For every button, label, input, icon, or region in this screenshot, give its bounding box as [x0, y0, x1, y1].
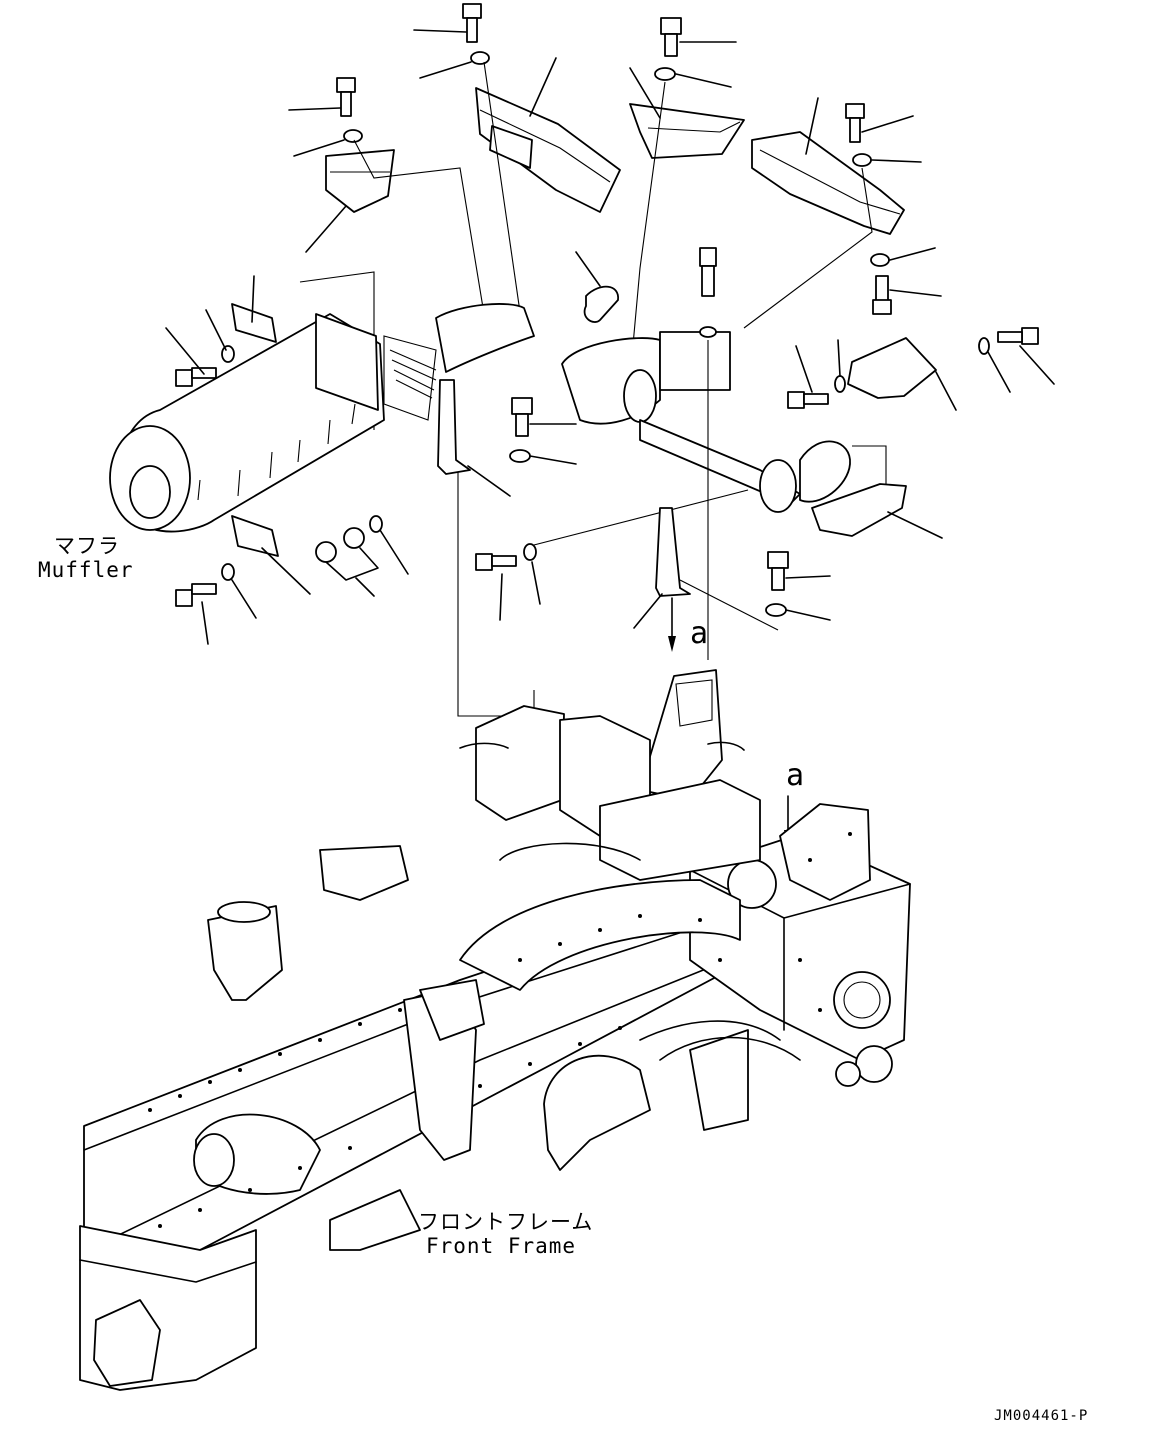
bolt-lower-right — [767, 551, 831, 591]
washer-left — [293, 129, 363, 157]
washer-far-right — [978, 337, 1011, 393]
muffler-label-en: Muffler — [38, 558, 134, 582]
muffler — [109, 313, 437, 533]
washer-muffler-nut — [369, 515, 409, 575]
bolt-muffler-lower — [175, 583, 217, 645]
washer-right — [852, 153, 922, 167]
bolt-far-right — [997, 327, 1055, 385]
washer-right-side — [834, 339, 846, 393]
bolt-left — [288, 77, 356, 117]
exhaust-pipe — [435, 303, 851, 513]
pipe-support-bracket — [437, 379, 511, 497]
washer-muffler-lower — [221, 563, 257, 619]
bracket-top-right — [629, 67, 745, 159]
bracket-right-long — [751, 97, 905, 235]
bolt-lower-center — [475, 553, 517, 621]
bracket-right-side — [847, 337, 957, 411]
bolt-right-side — [787, 345, 829, 409]
bracket-top-center — [475, 57, 621, 213]
front-frame-label-en: Front Frame — [426, 1234, 577, 1258]
washer-top-center — [419, 51, 490, 79]
washer-muffler-upper — [205, 309, 235, 363]
nuts-muffler — [315, 527, 379, 597]
callout-arrow-top — [668, 597, 676, 652]
bolt-vertical-center — [699, 247, 717, 660]
callout-a-top: a — [690, 616, 709, 651]
washer-right-lower — [870, 247, 936, 267]
support-post — [633, 507, 691, 629]
washer-top-right — [654, 67, 732, 88]
callout-a-right: a — [786, 758, 805, 793]
heat-shield-bracket — [811, 483, 943, 539]
bracket-left — [305, 149, 395, 253]
bolt-right-lower — [872, 275, 942, 315]
bolt-right — [845, 103, 914, 143]
front-frame — [79, 669, 911, 1391]
bolt-center-upper — [511, 397, 577, 437]
muffler-mount-bracket-lower — [231, 515, 311, 595]
assembly-guide-lines — [299, 61, 887, 717]
bolt-muffler-upper — [165, 327, 217, 387]
bolt-top-center — [413, 3, 482, 43]
front-frame-label-jp: フロントフレーム — [418, 1210, 594, 1234]
washer-lower-right — [765, 603, 831, 621]
washer-lower-center — [523, 543, 541, 605]
drawing-number: JM004461-P — [994, 1408, 1089, 1424]
muffler-mount-bracket-upper — [231, 275, 277, 343]
pipe-clamp — [575, 251, 619, 323]
bolt-top-right — [660, 17, 737, 57]
muffler-label-jp: マフラ — [54, 534, 120, 558]
washer-center-upper — [509, 449, 577, 465]
